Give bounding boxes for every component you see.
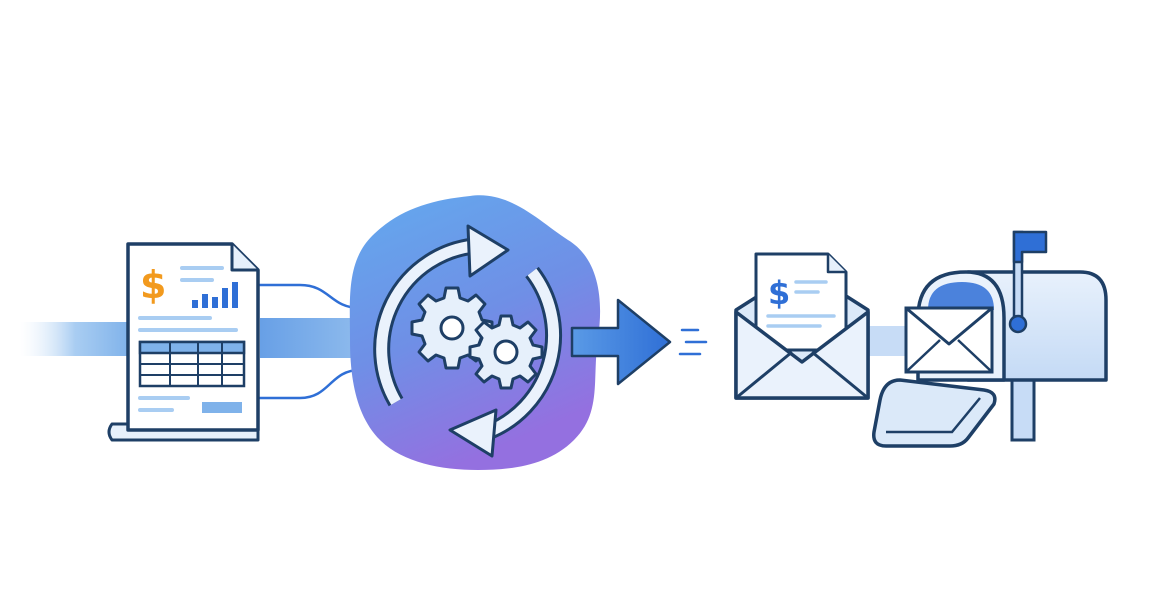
flow-band-left: [20, 322, 130, 356]
envelope-dollar-sign: $: [768, 274, 790, 312]
envelope-letter-icon: $: [734, 252, 870, 400]
invoice-document-icon: $: [107, 242, 260, 442]
motion-lines: [678, 328, 708, 356]
invoice-dollar-sign: $: [140, 263, 166, 307]
flow-band-right: [866, 326, 910, 356]
mail-envelope-icon: [904, 306, 994, 374]
invoice-table-icon: [138, 340, 246, 388]
mailbox-icon: [872, 230, 1108, 448]
gears-cycle-icon: [373, 224, 563, 458]
output-arrow-icon: [570, 298, 672, 386]
mailbox-flag-icon: [1008, 230, 1048, 334]
gear-icon: [468, 314, 544, 390]
invoice-bar-chart-icon: [192, 282, 238, 308]
